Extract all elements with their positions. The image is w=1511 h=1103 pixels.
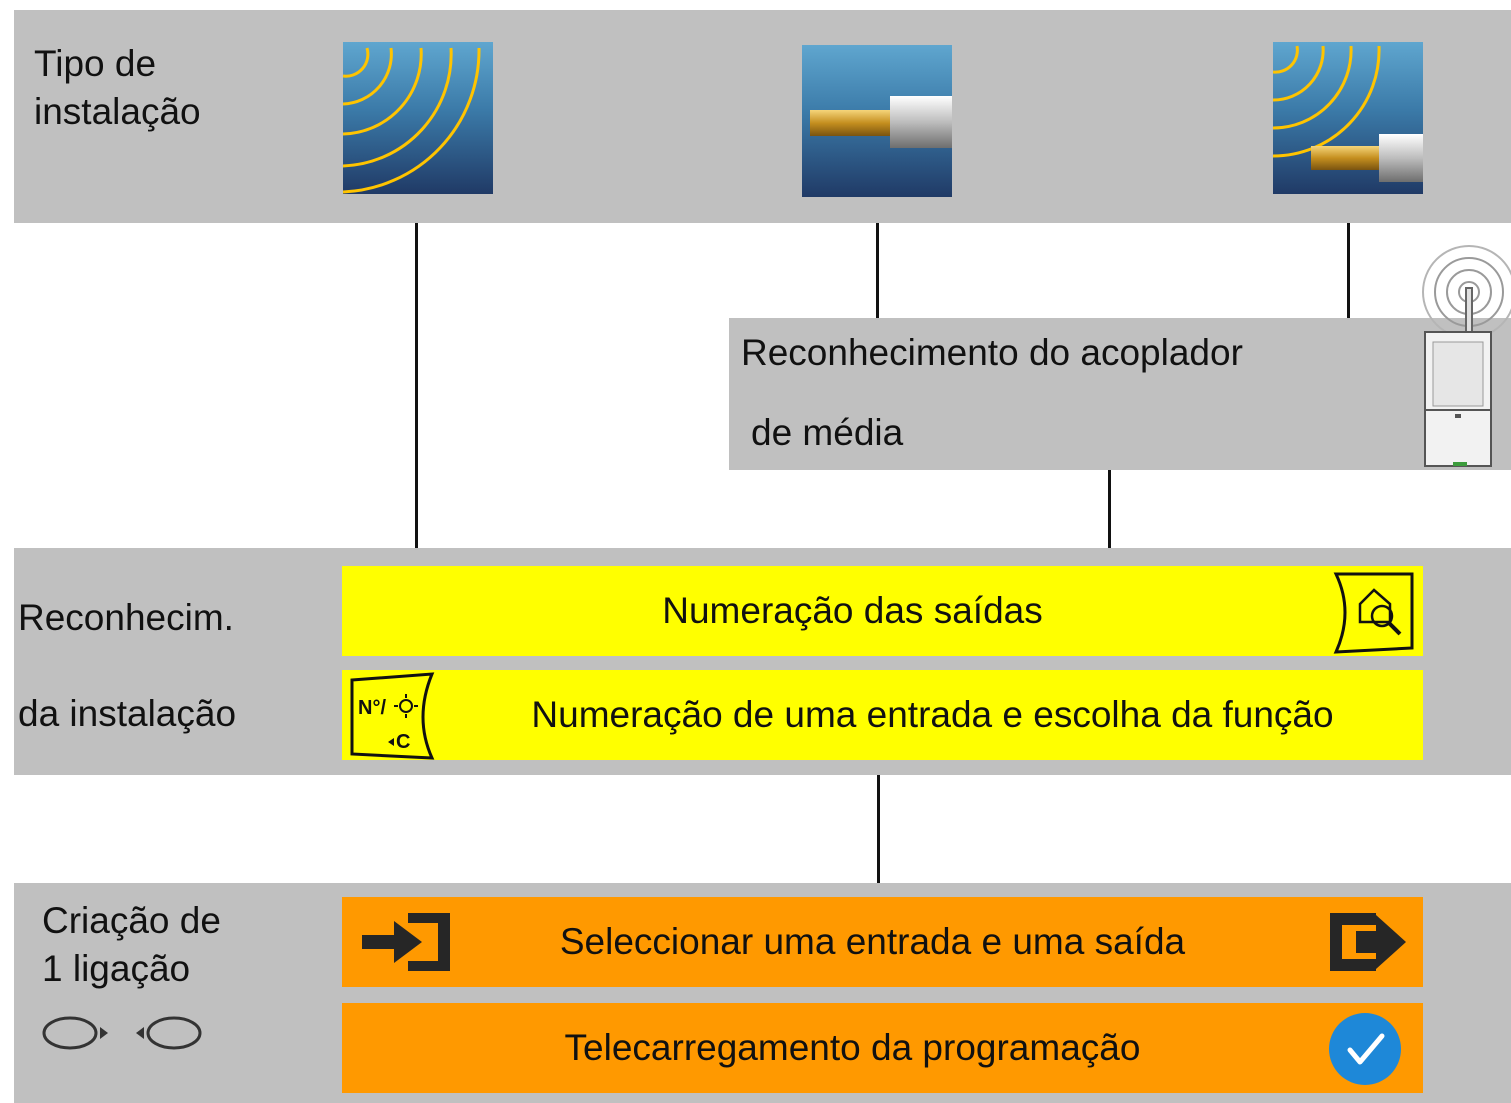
enter-arrow-icon[interactable]	[358, 909, 454, 975]
connector-hybrid	[1347, 223, 1350, 318]
svg-text:C: C	[396, 731, 410, 753]
input-numbering-text: Numeração de uma entrada e escolha da fu…	[531, 694, 1334, 735]
download-programming-bar[interactable]: Telecarregamento da programação	[342, 1003, 1423, 1093]
coupler-recognition-line2: de média	[751, 412, 904, 453]
radio-waves-icon[interactable]	[343, 42, 493, 194]
link-rings-icon	[42, 1016, 202, 1050]
connector-recognition	[877, 775, 880, 883]
coupler-recognition-box: Reconhecimento do acoplador de média	[729, 318, 1511, 470]
link-creation-label: Criação de 1 ligação	[42, 900, 221, 990]
output-numbering-bar[interactable]: Numeração das saídas	[342, 566, 1423, 656]
exit-arrow-icon[interactable]	[1326, 909, 1410, 975]
house-search-icon[interactable]	[1332, 568, 1416, 654]
svg-text:N°/: N°/	[358, 697, 386, 719]
installation-type-band: Tipo de instalação	[14, 10, 1511, 223]
input-number-function-icon[interactable]: N°/ C	[348, 672, 436, 760]
wired-cable-icon[interactable]	[802, 45, 952, 197]
select-input-output-text: Seleccionar uma entrada e uma saída	[559, 921, 1186, 962]
connector-coupler	[1108, 470, 1111, 548]
connector-radio	[415, 223, 418, 548]
hybrid-radio-wired-icon[interactable]	[1273, 42, 1423, 194]
installation-type-label: Tipo de instalação	[34, 43, 201, 133]
output-numbering-text: Numeração das saídas	[662, 590, 1043, 631]
check-circle-icon[interactable]	[1328, 1012, 1402, 1086]
input-numbering-bar[interactable]: N°/ C Numeração de uma entrada e escolha…	[342, 670, 1423, 760]
installation-recognition-label: Reconhecim. da instalação	[18, 597, 237, 735]
media-coupler-device-icon	[1422, 245, 1511, 467]
download-programming-text: Telecarregamento da programação	[564, 1027, 1141, 1068]
connector-wired	[876, 223, 879, 318]
select-input-output-bar[interactable]: Seleccionar uma entrada e uma saída	[342, 897, 1423, 987]
coupler-recognition-line1: Reconhecimento do acoplador	[741, 332, 1243, 373]
